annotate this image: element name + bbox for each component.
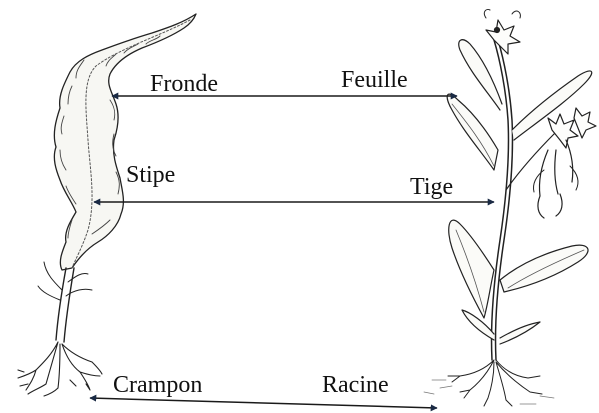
seaweed-holdfast [18,342,102,396]
label-stipe: Stipe [126,163,175,187]
label-fronde: Fronde [150,72,218,96]
plant-leaf-base [462,310,540,344]
plant-roots [448,360,542,406]
label-feuille: Feuille [341,68,408,92]
plant-soil [424,380,554,404]
plant-flower-top [484,9,520,54]
label-crampon: Crampon [113,373,202,397]
seaweed-frond-outline [54,14,196,270]
flowering-plant-illustration [424,9,596,406]
label-racine: Racine [322,373,389,397]
plant-flower-cluster [533,108,596,218]
label-tige: Tige [410,175,453,199]
arrow-crampon-racine [90,398,437,408]
plant-leaf-upper-left [459,40,502,110]
plant-leaf-lower-left [449,220,494,318]
plant-branch [506,132,556,190]
